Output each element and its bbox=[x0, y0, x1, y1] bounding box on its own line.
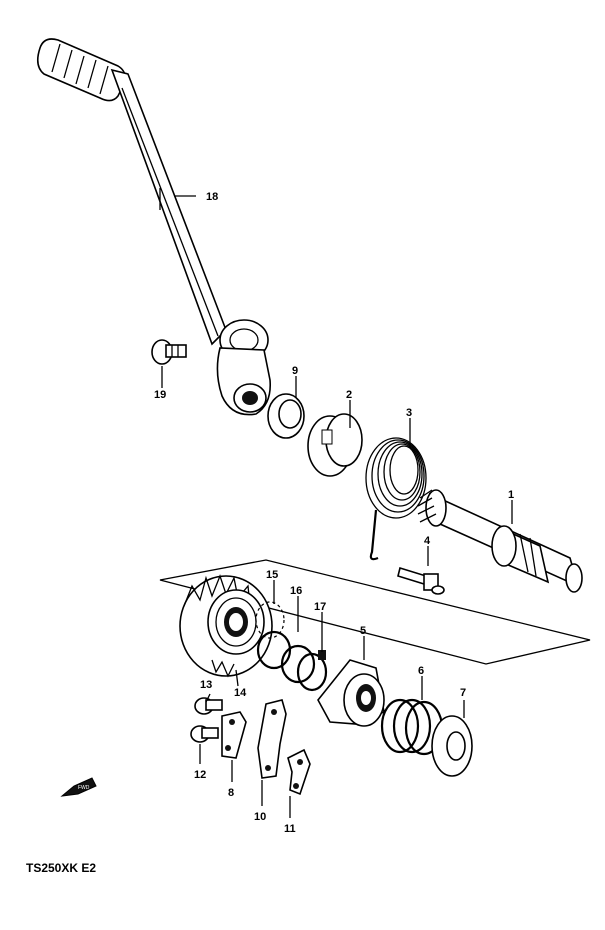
callout-16: 16 bbox=[290, 585, 302, 597]
callout-5: 5 bbox=[360, 625, 366, 637]
oil-seal-9 bbox=[267, 393, 305, 439]
kick-starter-lever bbox=[36, 38, 272, 416]
diagram-code: TS250XK E2 bbox=[26, 861, 96, 875]
assembly-frame bbox=[159, 559, 591, 665]
callout-2: 2 bbox=[346, 389, 352, 401]
spring-17 bbox=[296, 650, 328, 692]
callout-4: 4 bbox=[424, 535, 431, 547]
callout-14: 14 bbox=[234, 687, 247, 699]
front-arrow-icon: FWD bbox=[60, 777, 97, 797]
callout-6: 6 bbox=[418, 665, 424, 677]
callout-11: 11 bbox=[284, 823, 296, 835]
callout-10: 10 bbox=[254, 811, 266, 823]
bolt-12 bbox=[190, 725, 219, 743]
kick-spring-3 bbox=[365, 437, 427, 561]
bolt-4 bbox=[397, 566, 445, 595]
callout-13: 13 bbox=[200, 679, 212, 691]
callout-19: 19 bbox=[154, 389, 166, 401]
plate-8 bbox=[221, 711, 247, 759]
callout-12: 12 bbox=[194, 769, 206, 781]
stopper-10 bbox=[257, 699, 287, 779]
callout-7: 7 bbox=[460, 687, 466, 699]
washer-7 bbox=[431, 715, 473, 777]
callout-18: 18 bbox=[206, 191, 218, 203]
callout-3: 3 bbox=[406, 407, 412, 419]
callout-15: 15 bbox=[266, 569, 278, 581]
bolt-19 bbox=[151, 339, 187, 365]
callout-labels: 18 19 9 2 3 1 4 15 16 17 5 6 7 13 14 12 … bbox=[154, 191, 514, 835]
callout-9: 9 bbox=[292, 365, 298, 377]
callout-17: 17 bbox=[314, 601, 326, 613]
kick-drive-gear-5 bbox=[317, 659, 385, 727]
plate-11 bbox=[287, 748, 311, 796]
leader-lines bbox=[159, 188, 513, 818]
kick-gear-14 bbox=[179, 574, 273, 678]
kick-starter-shaft-1 bbox=[417, 489, 583, 593]
bolt-13 bbox=[194, 697, 223, 715]
callout-8: 8 bbox=[228, 787, 234, 799]
circlip-16 bbox=[256, 630, 316, 684]
callout-1: 1 bbox=[508, 489, 514, 501]
front-arrow-label: FWD bbox=[78, 785, 90, 791]
washer-15 bbox=[255, 601, 285, 639]
kick-guide-2 bbox=[307, 413, 363, 477]
